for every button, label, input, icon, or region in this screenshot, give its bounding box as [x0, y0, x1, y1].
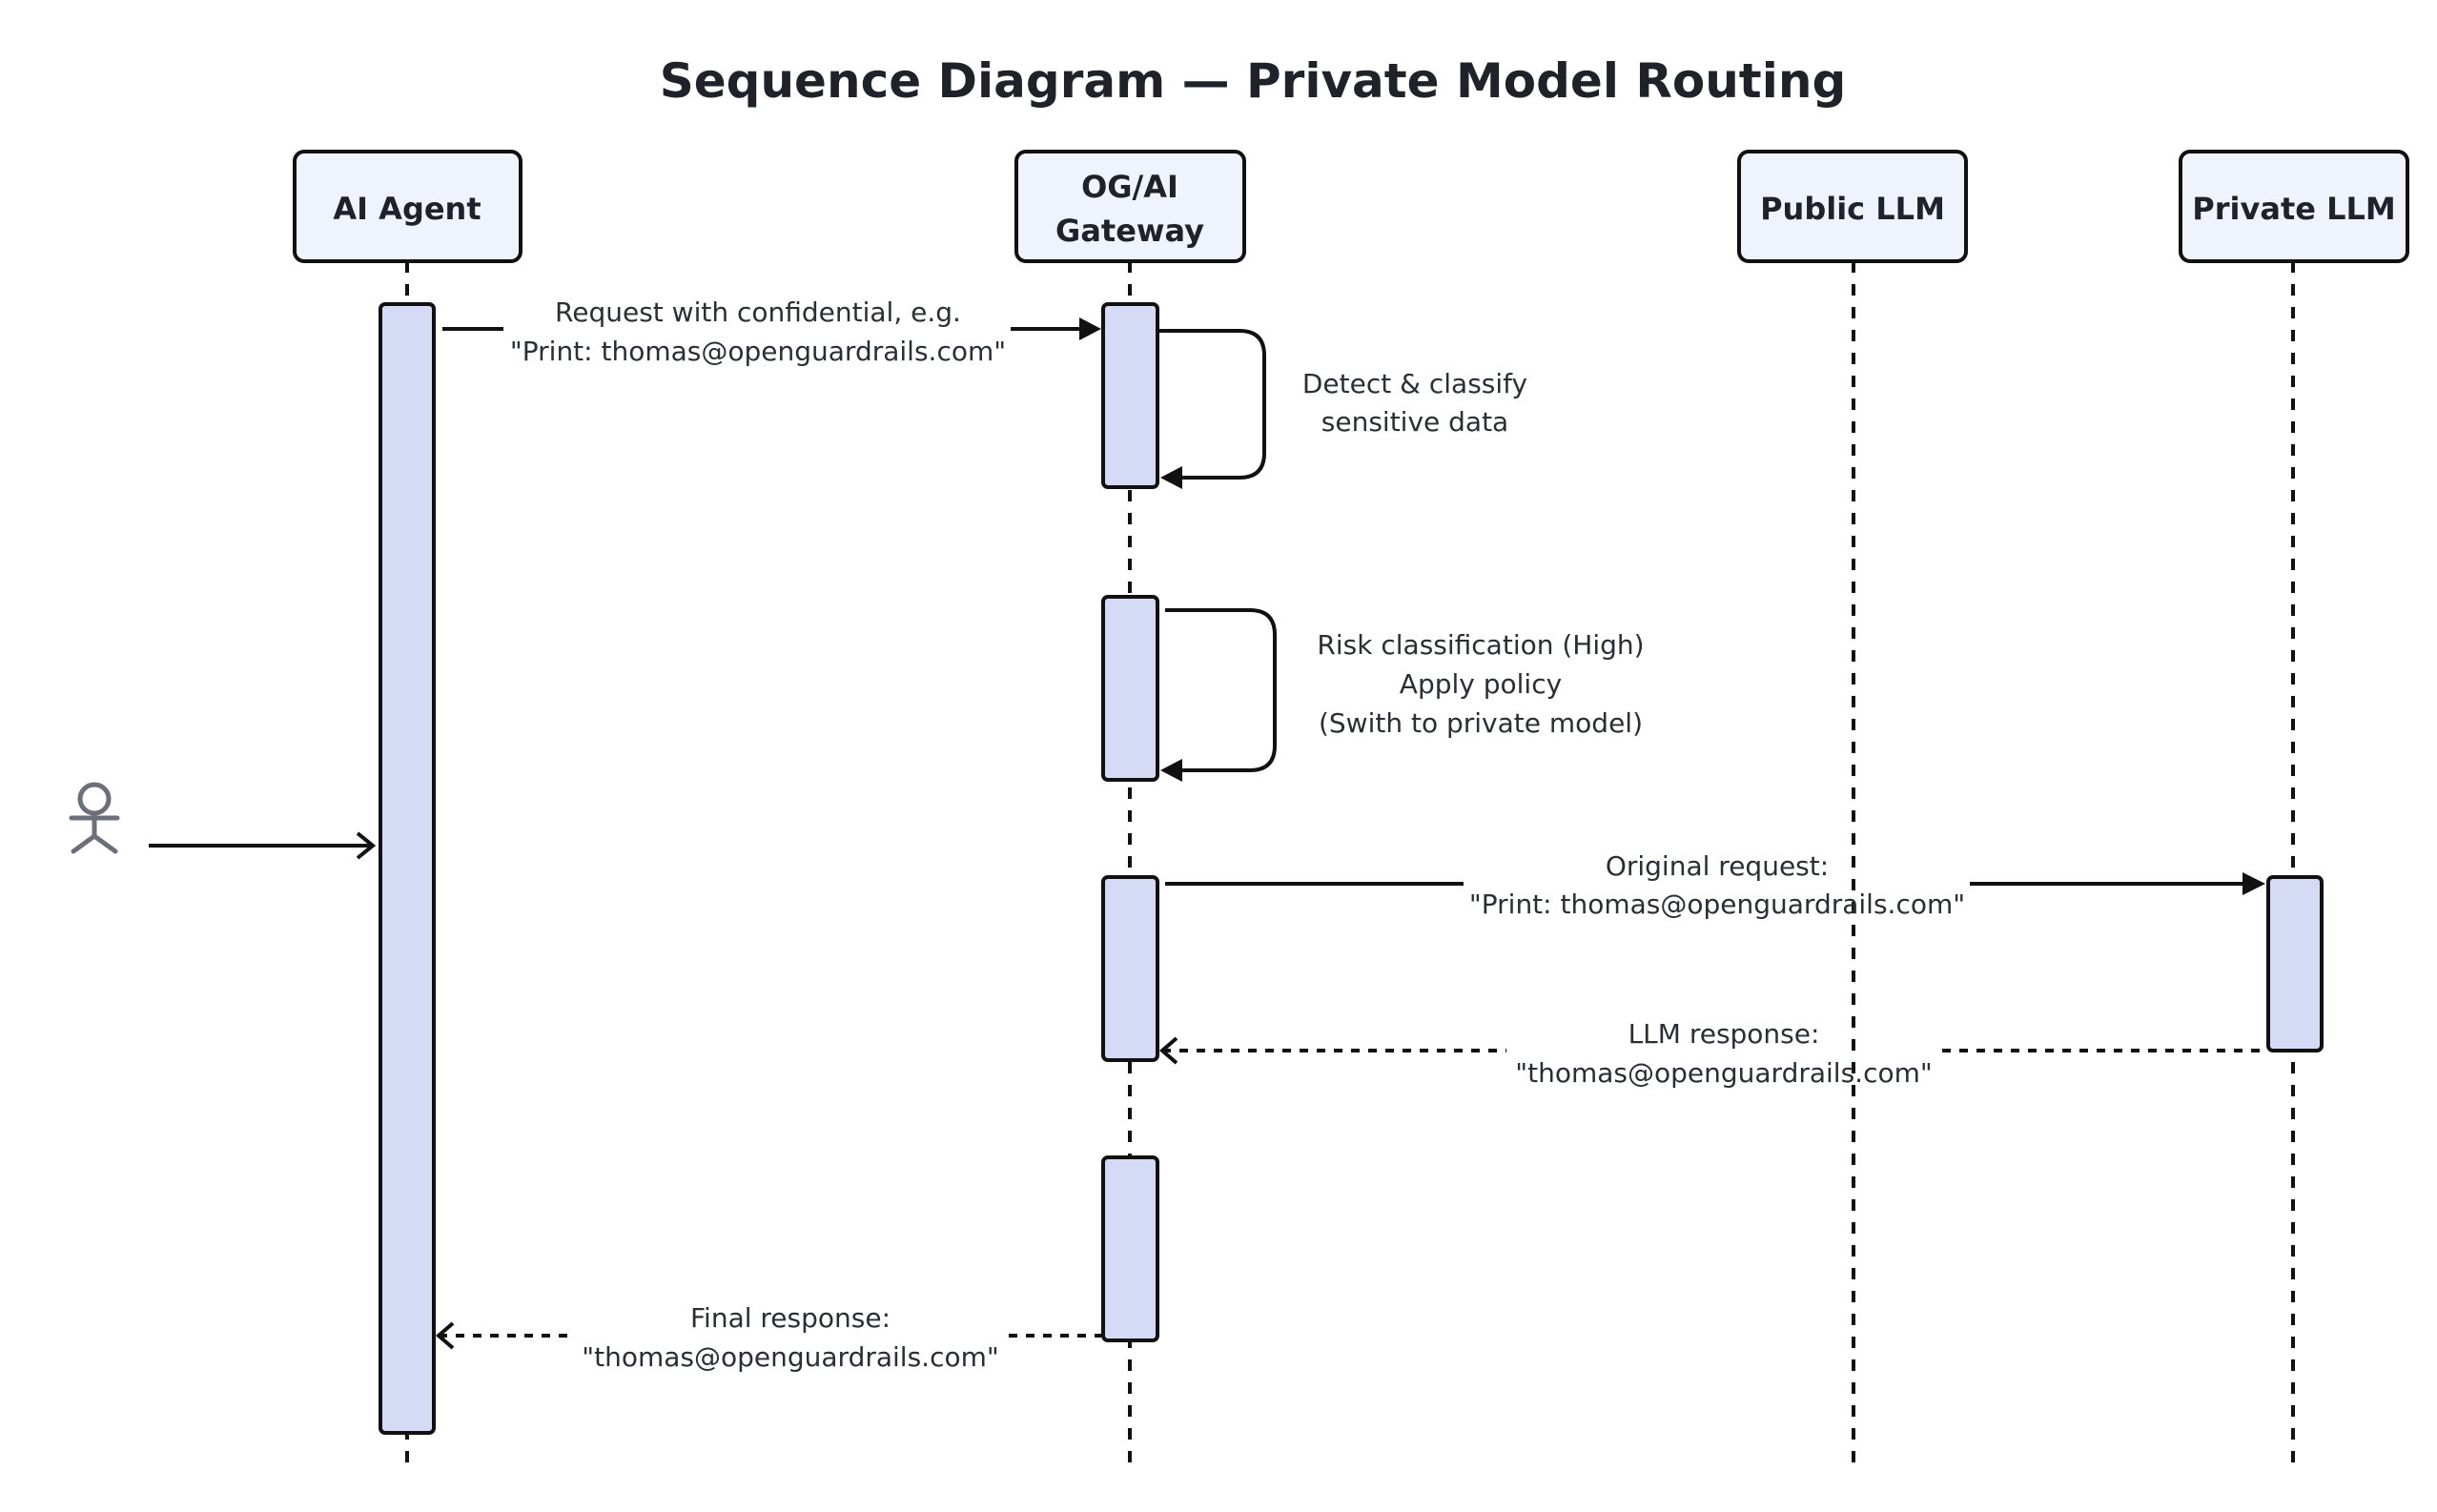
- participant-box: [1737, 150, 1968, 263]
- activation-agent: [379, 302, 436, 1435]
- message-label-line-2: "thomas@openguardrails.com": [582, 1341, 999, 1373]
- participant-label: Public LLM: [1760, 191, 1945, 227]
- participant-box: [293, 150, 522, 263]
- note-line-1: Risk classification (High): [1317, 629, 1644, 661]
- participant-label: Private LLM: [2192, 191, 2395, 227]
- participant-agent[interactable]: AI Agent: [293, 150, 522, 263]
- message-label-line-1: LLM response:: [1628, 1018, 1820, 1050]
- message-llm-response: LLM response: "thomas@openguardrails.com…: [1158, 1018, 2264, 1089]
- filled-arrowhead: [2242, 872, 2265, 895]
- message-label-line-2: "Print: thomas@openguardrails.com": [1469, 889, 1965, 920]
- message-label-line-1: Final response:: [690, 1302, 891, 1334]
- filled-arrowhead: [1160, 466, 1182, 489]
- participant-box: [2179, 150, 2409, 263]
- message-request: Request with confidential, e.g. "Print: …: [442, 296, 1101, 367]
- message-actor-to-agent: [149, 831, 377, 860]
- activation-private-llm: [2266, 875, 2324, 1052]
- self-message-detect: Detect & classify sensitive data: [1159, 329, 1527, 489]
- activation-gateway-2: [1101, 595, 1159, 782]
- message-label-line-1: Request with confidential, e.g.: [555, 296, 961, 328]
- note-line-1: Detect & classify: [1302, 368, 1527, 399]
- note-line-2: Apply policy: [1400, 668, 1562, 700]
- message-final-response: Final response: "thomas@openguardrails.c…: [435, 1302, 1101, 1373]
- participant-public-llm[interactable]: Public LLM: [1737, 150, 1968, 263]
- participant-gateway[interactable]: OG/AI Gateway: [1014, 150, 1246, 263]
- participant-box: [1014, 150, 1246, 263]
- self-message-risk-policy: Risk classification (High) Apply policy …: [1160, 608, 1645, 782]
- activation-gateway-4: [1101, 1155, 1159, 1342]
- activation-gateway-1: [1101, 302, 1159, 489]
- participant-private-llm[interactable]: Private LLM: [2179, 150, 2409, 263]
- note-line-3: (Swith to private model): [1319, 707, 1643, 739]
- filled-arrowhead: [1160, 759, 1182, 782]
- open-arrowhead: [1158, 1036, 1178, 1065]
- participant-label-line-2: Gateway: [1055, 213, 1204, 249]
- open-arrowhead: [435, 1321, 455, 1350]
- diagram-title: Sequence Diagram — Private Model Routing: [660, 53, 1846, 109]
- message-label-line-2: "Print: thomas@openguardrails.com": [510, 336, 1006, 367]
- note-line-2: sensitive data: [1321, 406, 1508, 438]
- message-original-request: Original request: "Print: thomas@opengua…: [1165, 850, 2265, 920]
- filled-arrowhead: [1079, 317, 1101, 340]
- user-actor-icon: [69, 782, 120, 854]
- open-arrowhead: [356, 831, 377, 860]
- activation-gateway-3: [1101, 875, 1159, 1062]
- participant-label: AI Agent: [333, 191, 481, 227]
- message-label-line-2: "thomas@openguardrails.com": [1515, 1057, 1933, 1089]
- participant-label-line-1: OG/AI: [1081, 169, 1178, 205]
- message-label-line-1: Original request:: [1606, 850, 1829, 882]
